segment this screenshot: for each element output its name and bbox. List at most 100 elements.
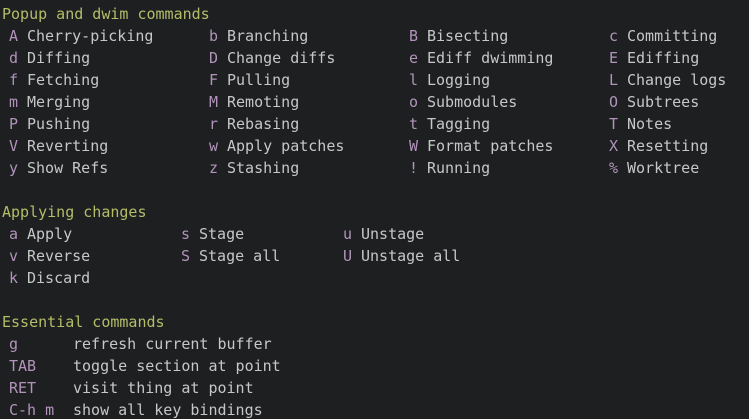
key-hint-running[interactable]: !: [409, 159, 419, 177]
key-hint-show-refs[interactable]: y: [9, 159, 19, 177]
command-stage-all[interactable]: Stage all: [199, 247, 281, 265]
key-hint-stage[interactable]: s: [181, 225, 191, 243]
command-resetting[interactable]: Resetting: [627, 137, 709, 155]
blank-line: [0, 289, 749, 311]
command-toggle-section-at-point[interactable]: toggle section at point: [73, 357, 281, 375]
section-applying-changes: Applying changes a Apply s Stage u Unstage v Rev…: [0, 201, 749, 289]
command-notes[interactable]: Notes: [627, 115, 673, 133]
command-ediff-dwimming[interactable]: Ediff dwimming: [427, 49, 554, 67]
command-logging[interactable]: Logging: [427, 71, 491, 89]
key-hint-visit-thing-at-point[interactable]: RET: [9, 379, 37, 397]
command-discard[interactable]: Discard: [27, 269, 91, 287]
command-rebasing[interactable]: Rebasing: [227, 115, 300, 133]
key-hint-committing[interactable]: c: [609, 27, 619, 45]
key-hint-rebasing[interactable]: r: [209, 115, 219, 133]
key-hint-logging[interactable]: l: [409, 71, 419, 89]
key-hint-bisecting[interactable]: B: [409, 27, 419, 45]
command-change-logs[interactable]: Change logs: [627, 71, 727, 89]
section-essential-commands: Essential commands g refresh current buffe…: [0, 311, 749, 419]
key-hint-tagging[interactable]: t: [409, 115, 419, 133]
key-hint-ediffing[interactable]: E: [609, 49, 619, 67]
command-row: k Discard: [0, 267, 749, 289]
command-submodules[interactable]: Submodules: [427, 93, 518, 111]
command-row: f Fetching F Pulling l Logging L Change logs: [0, 69, 749, 91]
key-hint-apply[interactable]: a: [9, 225, 19, 243]
key-hint-cherry-picking[interactable]: A: [9, 27, 19, 45]
key-hint-worktree[interactable]: %: [609, 159, 619, 177]
command-row: C-h m show all key bindings: [0, 399, 749, 419]
key-hint-stage-all[interactable]: S: [181, 247, 191, 265]
key-hint-pushing[interactable]: P: [9, 115, 19, 133]
key-hint-reverse[interactable]: v: [9, 247, 19, 265]
command-ediffing[interactable]: Ediffing: [627, 49, 700, 67]
command-committing[interactable]: Committing: [627, 27, 718, 45]
key-hint-ediff-dwimming[interactable]: e: [409, 49, 419, 67]
section-title: Applying changes: [2, 203, 147, 221]
command-row: v Reverse S Stage all U Unstage all: [0, 245, 749, 267]
key-hint-format-patches[interactable]: W: [409, 137, 419, 155]
key-hint-fetching[interactable]: f: [9, 71, 19, 89]
command-stashing[interactable]: Stashing: [227, 159, 300, 177]
command-row: A Cherry-picking b Branching B Bisecting c Comm…: [0, 25, 749, 47]
key-hint-unstage-all[interactable]: U: [343, 247, 353, 265]
command-row: P Pushing r Rebasing t Tagging T Notes: [0, 113, 749, 135]
key-hint-unstage[interactable]: u: [343, 225, 353, 243]
command-unstage-all[interactable]: Unstage all: [361, 247, 461, 265]
command-change-diffs[interactable]: Change diffs: [227, 49, 336, 67]
key-hint-change-diffs[interactable]: D: [209, 49, 219, 67]
key-hint-show-all-key-bindings[interactable]: C-h m: [9, 401, 55, 419]
command-pulling[interactable]: Pulling: [227, 71, 291, 89]
command-row: RET visit thing at point: [0, 377, 749, 399]
command-reverting[interactable]: Reverting: [27, 137, 109, 155]
command-row: m Merging M Remoting o Submodules O Subtrees: [0, 91, 749, 113]
key-hint-merging[interactable]: m: [9, 93, 19, 111]
command-pushing[interactable]: Pushing: [27, 115, 91, 133]
key-hint-notes[interactable]: T: [609, 115, 619, 133]
key-hint-branching[interactable]: b: [209, 27, 219, 45]
key-hint-subtrees[interactable]: O: [609, 93, 619, 111]
blank-line: [0, 179, 749, 201]
key-hint-stashing[interactable]: z: [209, 159, 219, 177]
command-refresh-current-buffer[interactable]: refresh current buffer: [73, 335, 272, 353]
command-remoting[interactable]: Remoting: [227, 93, 300, 111]
command-branching[interactable]: Branching: [227, 27, 309, 45]
key-hint-submodules[interactable]: o: [409, 93, 419, 111]
command-show-all-key-bindings[interactable]: show all key bindings: [73, 401, 263, 419]
command-cherry-picking[interactable]: Cherry-picking: [27, 27, 154, 45]
key-hint-resetting[interactable]: X: [609, 137, 619, 155]
command-stage[interactable]: Stage: [199, 225, 245, 243]
section-title: Popup and dwim commands: [2, 5, 210, 23]
command-reverse[interactable]: Reverse: [27, 247, 91, 265]
section-header-row: Essential commands: [0, 311, 749, 333]
command-fetching[interactable]: Fetching: [27, 71, 100, 89]
command-visit-thing-at-point[interactable]: visit thing at point: [73, 379, 254, 397]
key-hint-toggle-section-at-point[interactable]: TAB: [9, 357, 37, 375]
command-format-patches[interactable]: Format patches: [427, 137, 554, 155]
command-worktree[interactable]: Worktree: [627, 159, 700, 177]
key-hint-refresh-current-buffer[interactable]: g: [9, 335, 19, 353]
command-row: y Show Refs z Stashing! Running% Worktree: [0, 157, 749, 179]
command-subtrees[interactable]: Subtrees: [627, 93, 700, 111]
section-title: Essential commands: [2, 313, 165, 331]
command-show-refs[interactable]: Show Refs: [27, 159, 109, 177]
key-hint-pulling[interactable]: F: [209, 71, 219, 89]
command-bisecting[interactable]: Bisecting: [427, 27, 509, 45]
command-apply-patches[interactable]: Apply patches: [227, 137, 345, 155]
command-tagging[interactable]: Tagging: [427, 115, 491, 133]
command-row: V Reverting w Apply patches W Format patches X…: [0, 135, 749, 157]
key-hint-remoting[interactable]: M: [209, 93, 219, 111]
command-unstage[interactable]: Unstage: [361, 225, 425, 243]
section-header-row: Popup and dwim commands: [0, 3, 749, 25]
key-hint-change-logs[interactable]: L: [609, 71, 619, 89]
command-merging[interactable]: Merging: [27, 93, 91, 111]
key-hint-reverting[interactable]: V: [9, 137, 19, 155]
command-diffing[interactable]: Diffing: [27, 49, 91, 67]
key-hint-discard[interactable]: k: [9, 269, 19, 287]
key-hint-apply-patches[interactable]: w: [209, 137, 219, 155]
command-apply[interactable]: Apply: [27, 225, 73, 243]
section-header-row: Applying changes: [0, 201, 749, 223]
command-running[interactable]: Running: [427, 159, 491, 177]
key-hint-diffing[interactable]: d: [9, 49, 19, 67]
command-row: a Apply s Stage u Unstage: [0, 223, 749, 245]
